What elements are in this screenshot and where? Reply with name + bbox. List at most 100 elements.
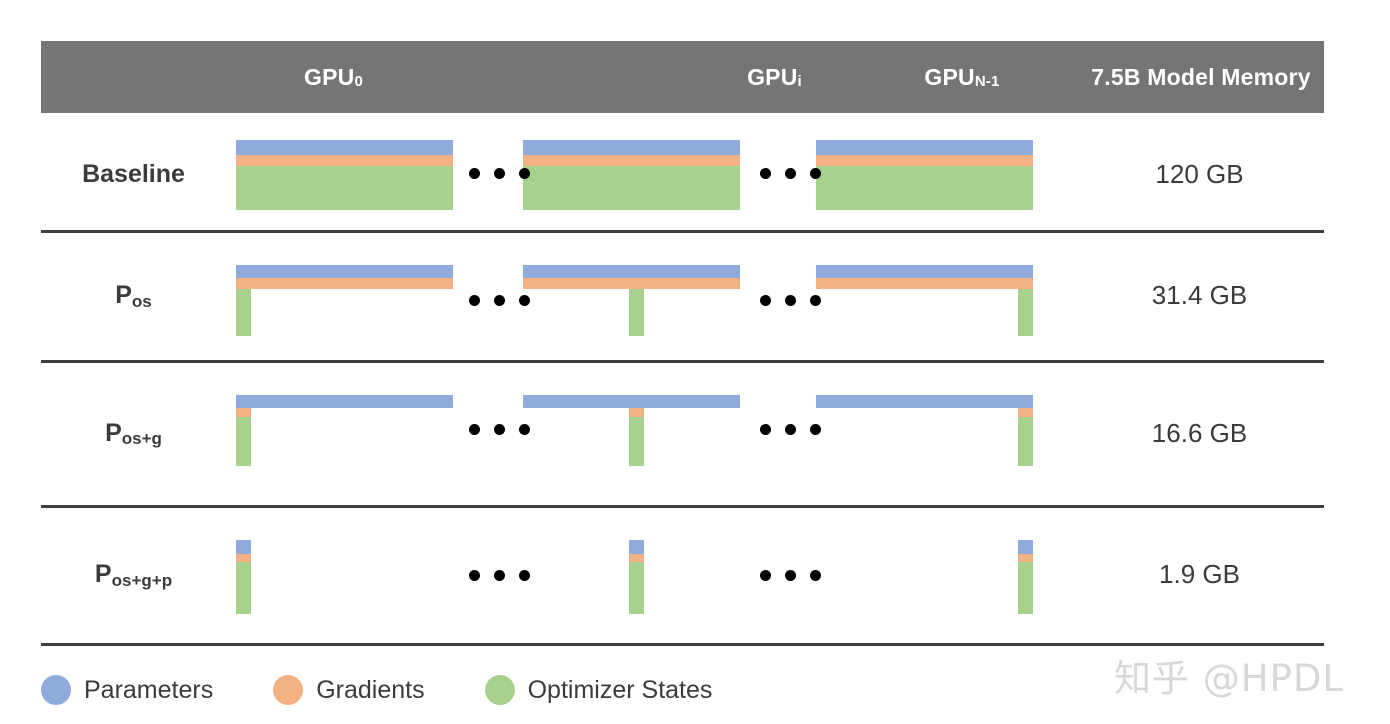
legend-label-gradients: Gradients: [316, 675, 425, 704]
header-gpu-i-sub: i: [797, 72, 802, 90]
bar-p-os-gpu0-gradients: [236, 278, 453, 289]
memory-cell-p-os-g: 16.6 GB: [1075, 363, 1324, 503]
memory-value-baseline: 120 GB: [1155, 158, 1244, 189]
bar-baseline-gpun1-parameters: [816, 140, 1033, 155]
row-label-p-os-g-p-text: P: [94, 560, 112, 588]
bar-p-os-gpui-optimizer-states: [629, 289, 644, 336]
bar-baseline-gpun1-gradients: [816, 155, 1033, 166]
ellipsis-p-os-g-1: [469, 424, 530, 435]
ellipsis-dot: [810, 295, 821, 306]
bar-p-os-gpun1-gradients: [816, 278, 1033, 289]
bar-p-os-g-p-gpun1-gradients: [1018, 554, 1033, 562]
legend: Parameters Gradients Optimizer States: [41, 666, 772, 714]
ellipsis-p-os-2: [760, 295, 821, 306]
bar-baseline-gpu0-optimizer-states: [236, 166, 453, 210]
ellipsis-dot: [519, 424, 530, 435]
ellipsis-dot: [494, 424, 505, 435]
bar-p-os-g-gpui-optimizer-states: [629, 417, 644, 466]
ellipsis-baseline-1: [469, 168, 530, 179]
memory-cell-p-os-g-p: 1.9 GB: [1075, 508, 1324, 641]
bar-p-os-g-gpun1-parameters: [816, 395, 1033, 408]
bar-p-os-g-gpu0-optimizer-states: [236, 417, 251, 466]
ellipsis-dot: [760, 570, 771, 581]
ellipsis-p-os-g-p-1: [469, 570, 530, 581]
header-gpu-n-1-sub: N-1: [974, 72, 1000, 90]
ellipsis-dot: [494, 168, 505, 179]
row-separator-1: [41, 230, 1324, 233]
ellipsis-dot: [785, 168, 796, 179]
legend-item-parameters: Parameters: [41, 675, 213, 705]
bar-p-os-gpu0-optimizer-states: [236, 289, 251, 336]
row-label-p-os-sub: os: [131, 291, 152, 311]
bar-p-os-gpui-parameters: [523, 265, 740, 278]
bar-baseline-gpui-optimizer-states: [523, 166, 740, 210]
bar-p-os-g-gpui-gradients: [629, 408, 644, 417]
ellipsis-dot: [785, 295, 796, 306]
bar-p-os-g-gpui-parameters: [523, 395, 740, 408]
header-gpu-0-sub: 0: [354, 72, 363, 90]
memory-cell-p-os: 31.4 GB: [1075, 233, 1324, 358]
bar-p-os-g-gpu0-parameters: [236, 395, 453, 408]
memory-value-p-os: 31.4 GB: [1151, 280, 1248, 310]
row-label-baseline: Baseline: [41, 120, 226, 228]
ellipsis-dot: [519, 295, 530, 306]
ellipsis-dot: [469, 570, 480, 581]
header-gpu-i-base: GPU: [747, 63, 798, 90]
ellipsis-p-os-1: [469, 295, 530, 306]
row-separator-2: [41, 360, 1324, 363]
ellipsis-dot: [785, 570, 796, 581]
bar-p-os-gpun1-optimizer-states: [1018, 289, 1033, 336]
ellipsis-dot: [494, 570, 505, 581]
bar-p-os-g-gpu0-gradients: [236, 408, 251, 417]
ellipsis-dot: [494, 295, 505, 306]
legend-label-optimizer-states: Optimizer States: [527, 675, 713, 704]
row-label-baseline-text: Baseline: [82, 159, 185, 188]
ellipsis-dot: [469, 295, 480, 306]
legend-item-gradients: Gradients: [273, 675, 425, 705]
bar-p-os-g-gpun1-gradients: [1018, 408, 1033, 417]
row-separator-4: [41, 643, 1324, 646]
row-label-p-os-g-p-sub: os+g+p: [111, 570, 173, 590]
bar-p-os-g-p-gpun1-optimizer-states: [1018, 562, 1033, 614]
bar-p-os-gpu0-parameters: [236, 265, 453, 278]
bar-p-os-g-p-gpui-gradients: [629, 554, 644, 562]
bar-baseline-gpu0-gradients: [236, 155, 453, 166]
memory-cell-baseline: 120 GB: [1075, 120, 1324, 228]
header-cell-model-memory: 7.5B Model Memory: [1078, 41, 1324, 113]
legend-swatch-gradients-icon: [273, 675, 304, 705]
row-label-p-os-g-text: P: [105, 418, 122, 447]
bar-baseline-gpun1-optimizer-states: [816, 166, 1033, 210]
bar-baseline-gpui-gradients: [523, 155, 740, 166]
bar-baseline-gpui-parameters: [523, 140, 740, 155]
ellipsis-dot: [810, 424, 821, 435]
ellipsis-p-os-g-p-2: [760, 570, 821, 581]
bar-p-os-g-p-gpun1-parameters: [1018, 540, 1033, 554]
row-label-p-os-g-sub: os+g: [121, 429, 162, 448]
bar-p-os-g-p-gpui-optimizer-states: [629, 562, 644, 614]
header-model-memory-label: 7.5B Model Memory: [1091, 63, 1311, 90]
ellipsis-p-os-g-2: [760, 424, 821, 435]
ellipsis-dot: [810, 168, 821, 179]
header-gpu-0-base: GPU: [304, 63, 355, 90]
ellipsis-dot: [760, 295, 771, 306]
ellipsis-baseline-2: [760, 168, 821, 179]
legend-swatch-optimizer-states-icon: [484, 675, 515, 705]
ellipsis-dot: [785, 424, 796, 435]
ellipsis-dot: [519, 570, 530, 581]
legend-item-optimizer-states: Optimizer States: [484, 675, 713, 705]
ellipsis-dot: [519, 168, 530, 179]
row-separator-3: [41, 505, 1324, 508]
row-label-p-os-text: P: [115, 281, 132, 309]
ellipsis-dot: [469, 424, 480, 435]
legend-label-parameters: Parameters: [84, 675, 214, 704]
bar-p-os-g-p-gpui-parameters: [629, 540, 644, 554]
ellipsis-dot: [760, 424, 771, 435]
bar-p-os-gpui-gradients: [523, 278, 740, 289]
